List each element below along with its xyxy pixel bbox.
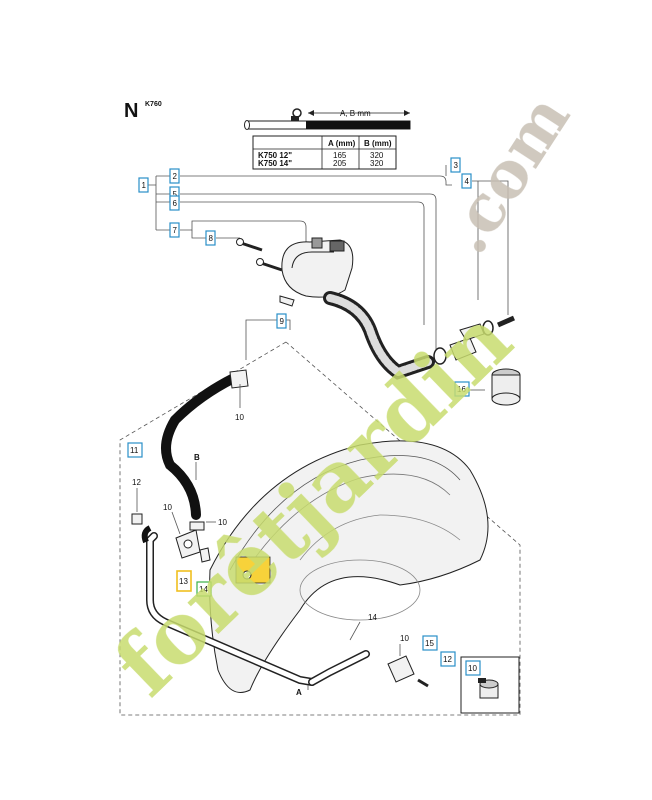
cap-part-16	[491, 368, 521, 406]
assembly-frame	[119, 341, 521, 716]
callout-9: 9	[280, 317, 285, 326]
callout-15: 15	[425, 639, 434, 648]
callout-16: 16	[457, 385, 466, 394]
watermark-domain: .com	[429, 82, 585, 267]
water-pipe	[141, 525, 370, 686]
spec-table: A (mm) B (mm) K750 12" 165 320 K750 14" …	[252, 135, 397, 170]
callout-12: 12	[443, 655, 452, 664]
fittings	[131, 513, 429, 688]
label-10-d: 10	[400, 634, 409, 643]
label-A: A	[296, 688, 302, 697]
callout-10-inset: 10	[468, 664, 477, 673]
callout-1: 1	[142, 181, 147, 190]
section-letter: N	[124, 100, 138, 122]
model-label: K760	[145, 101, 162, 108]
leader-lines	[147, 165, 509, 391]
blade-guard	[209, 440, 489, 693]
callout-7: 7	[173, 226, 178, 235]
callout-5: 5	[173, 190, 178, 199]
label-10-c: 10	[218, 518, 227, 527]
label-12: 12	[132, 478, 141, 487]
callout-14: 14	[199, 585, 208, 594]
highlight-part	[235, 556, 271, 584]
label-10-a: 10	[235, 413, 244, 422]
label-10-b: 10	[163, 503, 172, 512]
callout-11: 11	[130, 446, 139, 455]
callout-boxes: 1 2 5 6 7 8 3 4 9 16 11 13 14 15 12 10	[127, 157, 481, 676]
table-row2-a: 205	[333, 159, 347, 168]
callout-4: 4	[465, 177, 470, 186]
table-header-a: A (mm)	[328, 139, 356, 148]
label-14: 14	[368, 613, 377, 622]
callout-3: 3	[454, 161, 459, 170]
valve-parts	[433, 315, 516, 365]
table-row1-b: 320	[370, 151, 384, 160]
water-hose	[161, 369, 249, 520]
label-B: B	[194, 453, 200, 462]
table-row1-a: 165	[333, 151, 347, 160]
handle-assembly	[279, 237, 354, 307]
table-header-b: B (mm)	[364, 139, 392, 148]
plain-labels: 10 B 12 10 10 14 10 A	[132, 384, 409, 697]
callout-6: 6	[173, 199, 178, 208]
corrugated-hose	[323, 291, 435, 380]
callout-13: 13	[179, 577, 188, 586]
table-row1-model: K750 12"	[258, 151, 292, 160]
callout-2: 2	[173, 172, 178, 181]
table-row2-model: K750 14"	[258, 159, 292, 168]
clamp-icon	[291, 108, 302, 121]
callout-8: 8	[209, 234, 214, 243]
clamp-part-icon	[478, 678, 499, 699]
screw-parts	[236, 238, 283, 272]
dimension-label: A, B mm	[340, 109, 371, 118]
table-row2-b: 320	[370, 159, 384, 168]
spec-block: A, B mm A (mm) B (mm) K750 12" 165 320 K…	[244, 108, 411, 170]
